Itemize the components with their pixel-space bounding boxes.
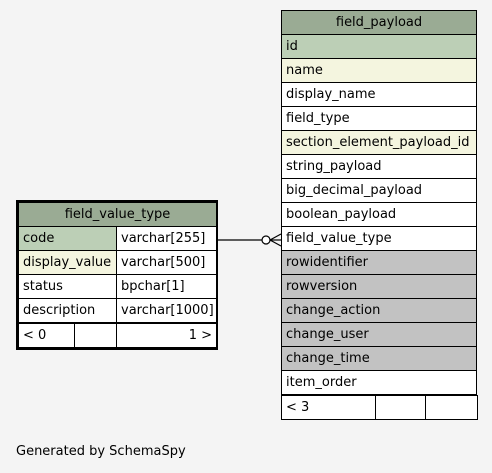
column-name: item_order	[281, 370, 477, 395]
table-row: code varchar[255]	[18, 226, 218, 251]
column-name: name	[281, 58, 477, 83]
child-count: 1 >	[116, 323, 217, 348]
column-type: varchar[1000]	[115, 298, 218, 323]
column-name: display_name	[281, 82, 477, 107]
column-name: id	[281, 34, 477, 59]
column-type: varchar[500]	[115, 250, 218, 275]
footer-spacer	[375, 395, 426, 420]
column-name: change_time	[281, 346, 477, 371]
column-name: description	[18, 298, 117, 323]
table-title: field_value_type	[17, 202, 218, 227]
column-name: big_decimal_payload	[281, 178, 477, 203]
column-name: boolean_payload	[281, 202, 477, 227]
column-type: varchar[255]	[115, 226, 218, 251]
table-field-value-type[interactable]: field_value_type code varchar[255] displ…	[16, 200, 218, 350]
column-name: rowversion	[281, 274, 477, 299]
crowfoot-lower	[269, 239, 282, 247]
optional-circle-marker	[261, 235, 271, 245]
table-row: display_value varchar[500]	[18, 250, 218, 275]
table-field-payload[interactable]: field_payload id name display_name field…	[281, 10, 478, 420]
column-name: display_value	[18, 250, 117, 275]
generated-by-label: Generated by SchemaSpy	[16, 444, 186, 459]
parent-count: < 3	[281, 395, 376, 420]
column-name: field_type	[281, 106, 477, 131]
crowfoot-upper	[269, 233, 282, 241]
column-type: bpchar[1]	[115, 274, 218, 299]
footer-spacer	[74, 323, 117, 348]
column-name: section_element_payload_id	[281, 130, 477, 155]
table-row: description varchar[1000]	[18, 298, 218, 323]
parent-count: < 0	[18, 323, 75, 348]
column-name: field_value_type	[281, 226, 477, 251]
column-name: change_action	[281, 298, 477, 323]
column-name: status	[18, 274, 117, 299]
table-footer: < 0 1 >	[18, 323, 217, 348]
column-name: string_payload	[281, 154, 477, 179]
table-title: field_payload	[281, 10, 477, 35]
column-name: change_user	[281, 322, 477, 347]
child-count	[425, 395, 478, 420]
column-name: code	[18, 226, 117, 251]
table-footer: < 3	[281, 395, 478, 420]
column-name: rowidentifier	[281, 250, 477, 275]
table-row: status bpchar[1]	[18, 274, 218, 299]
